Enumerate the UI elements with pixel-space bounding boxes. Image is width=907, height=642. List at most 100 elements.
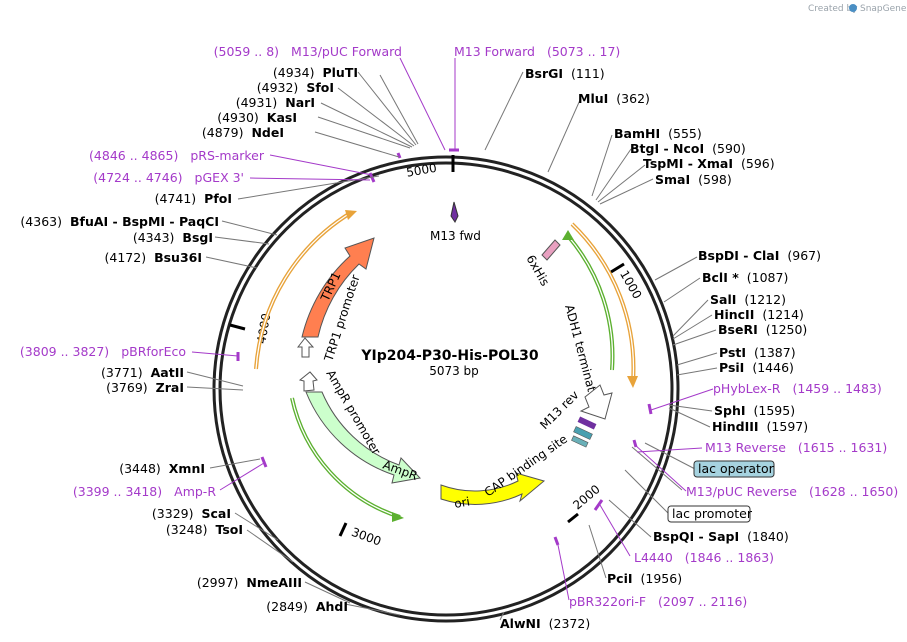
enzyme-bseri[interactable]: BseRI (718, 322, 758, 337)
enzyme-tspmi-xmai[interactable]: TspMI - XmaI (643, 156, 733, 171)
enzyme-bcli[interactable]: BclI * (702, 270, 739, 285)
enzyme-aatii[interactable]: AatII (151, 365, 184, 380)
enzyme-pluti[interactable]: PluTI (322, 65, 358, 80)
primer-phyblex-r-range: (1459 .. 1483) (792, 381, 881, 396)
enzyme-hindiii-pos: (1597) (767, 419, 809, 434)
enzyme-psti[interactable]: PstI (719, 345, 746, 360)
primer-prs-marker[interactable]: pRS-marker (190, 148, 265, 163)
primer-pbr322ori-f[interactable]: pBR322ori-F (569, 594, 646, 609)
enzyme-zrai[interactable]: ZraI (156, 380, 184, 395)
enzyme-bamhi[interactable]: BamHI (614, 126, 660, 141)
svg-text:M13/pUC Reverse(1628 .. 1650): M13/pUC Reverse(1628 .. 1650) (686, 484, 898, 499)
ori-feature-arrow[interactable] (440, 472, 546, 505)
enzyme-sfoi[interactable]: SfoI (306, 80, 334, 95)
lac-operator-feature[interactable] (573, 426, 593, 440)
m13-rev-feature[interactable] (577, 416, 597, 430)
enzyme-zrai-pos: (3769) (106, 380, 148, 395)
enzyme-bfuai-pos: (4363) (20, 214, 62, 229)
plasmid-name: YIp204-P30-His-POL30 (360, 348, 538, 364)
primer-l4440[interactable]: L4440 (634, 550, 673, 565)
snapgene-logo-icon (849, 4, 857, 12)
his-tag-feature[interactable] (541, 239, 561, 261)
enzyme-bspdi-clai[interactable]: BspDI - ClaI (698, 248, 779, 263)
primer-m13-puc-reverse[interactable]: M13/pUC Reverse (686, 484, 797, 499)
enzyme-hincii-pos: (1214) (762, 307, 804, 322)
enzyme-bsrgi[interactable]: BsrGI (525, 66, 563, 81)
primer-pbrforeco[interactable]: pBRforEco (121, 344, 186, 359)
enzyme-sphi[interactable]: SphI (714, 403, 746, 418)
branding-created-by: Created by (808, 4, 858, 14)
enzyme-bsgi[interactable]: BsgI (182, 230, 213, 245)
primer-pbr322ori-f-range: (2097 .. 2116) (658, 594, 747, 609)
svg-text:(4931)NarI: (4931)NarI (236, 95, 315, 110)
svg-text:(4172)Bsu36I: (4172) Bsu36I (105, 250, 203, 265)
tick-3000: 3000 (350, 525, 383, 549)
enzyme-hincii[interactable]: HincII (714, 307, 754, 322)
svg-text:BspDI - ClaI(967): BspDI - ClaI(967) (698, 248, 821, 263)
lac-promoter-box[interactable] (667, 505, 751, 523)
trp1-promoter-arrow (296, 337, 315, 358)
enzyme-nmeaiii[interactable]: NmeAIII (246, 575, 302, 590)
enzyme-pcii[interactable]: PciI (607, 571, 633, 586)
enzyme-psti-pos: (1387) (754, 345, 796, 360)
svg-text:pBR322ori-F(2097 .. 2116): pBR322ori-F (2097 .. 2116) (569, 594, 747, 609)
primer-pgex3[interactable]: pGEX 3' (195, 170, 244, 185)
primer-m13-forward[interactable]: M13 Forward (454, 44, 535, 59)
enzyme-alwni[interactable]: AlwNI (500, 616, 541, 631)
enzyme-mlui[interactable]: MluI (578, 91, 608, 106)
ampr-promoter-arrow (298, 371, 318, 392)
svg-text:(4932)SfoI: (4932)SfoI (257, 80, 334, 95)
m13-fwd-label: M13 fwd (430, 229, 481, 243)
enzyme-nari[interactable]: NarI (285, 95, 315, 110)
enzyme-pfoi[interactable]: PfoI (204, 191, 232, 206)
enzyme-bfuai-bspmi-paqci[interactable]: BfuAI - BspMI - PaqCI (70, 214, 219, 229)
enzyme-nmeaiii-pos: (2997) (197, 575, 239, 590)
primer-m13-reverse[interactable]: M13 Reverse (705, 440, 786, 455)
svg-text:HindIII(1597): HindIII (1597) (712, 419, 808, 434)
svg-text:(5059 .. 8)M13/pUC Forward: (5059 .. 8)M13/pUC Forward (214, 44, 402, 59)
enzyme-kasi-pos: (4930) (217, 110, 259, 125)
primer-prs-marker-range: (4846 .. 4865) (89, 148, 178, 163)
svg-text:PsiI(1446): PsiI(1446) (719, 360, 794, 375)
ring-ticks (229, 155, 625, 537)
primer-m13-forward-range: (5073 .. 17) (547, 44, 620, 59)
enzyme-tspmi-xmai-pos: (596) (741, 156, 775, 171)
svg-text:HincII(1214): HincII (1214) (714, 307, 804, 322)
enzyme-pfoi-pos: (4741) (155, 191, 197, 206)
enzyme-kasi[interactable]: KasI (267, 110, 297, 125)
primer-m13-puc-forward[interactable]: M13/pUC Forward (291, 44, 402, 59)
enzyme-scai[interactable]: ScaI (202, 506, 232, 521)
svg-text:(2849)AhdI: (2849) AhdI (266, 599, 348, 614)
enzyme-ahdi-pos: (2849) (266, 599, 308, 614)
enzyme-psii[interactable]: PsiI (719, 360, 744, 375)
trp1-feature-arrow[interactable] (301, 237, 375, 338)
plasmid-length: 5073 bp (429, 364, 479, 378)
backbone-outer-ring (212, 155, 680, 623)
primer-phyblex-r[interactable]: pHybLex-R (713, 381, 781, 396)
enzyme-bsu36i[interactable]: Bsu36I (154, 250, 202, 265)
primer-pgex3-range: (4724 .. 4746) (93, 170, 182, 185)
m13-fwd-feature[interactable] (450, 201, 459, 223)
enzyme-sali[interactable]: SalI (710, 292, 736, 307)
enzyme-smai[interactable]: SmaI (655, 172, 690, 187)
enzyme-ndei[interactable]: NdeI (251, 125, 284, 140)
enzyme-pcii-pos: (1956) (641, 571, 683, 586)
svg-text:(4846 .. 4865)pRS-marker: (4846 .. 4865) pRS-marker (89, 148, 265, 163)
svg-text:TspMI - XmaI(596): TspMI - XmaI (596) (643, 156, 775, 171)
enzyme-bsu36i-pos: (4172) (105, 250, 147, 265)
svg-text:BtgI - NcoI(590): BtgI - NcoI(590) (630, 141, 746, 156)
enzyme-tsoi-pos: (3248) (166, 522, 208, 537)
lac-operator-box[interactable] (693, 460, 775, 478)
tick-5000: 5000 (405, 161, 438, 180)
enzyme-tsoi[interactable]: TsoI (215, 522, 243, 537)
primer-labels-left: (5059 .. 8)M13/pUC Forward (4846 .. 4865… (20, 44, 402, 499)
enzyme-bsrgi-pos: (111) (571, 66, 605, 81)
svg-text:BspQI - SapI(1840): BspQI - SapI(1840) (653, 529, 789, 544)
enzyme-bspqi-sapi[interactable]: BspQI - SapI (653, 529, 739, 544)
primer-amp-r[interactable]: Amp-R (174, 484, 216, 499)
enzyme-xmni[interactable]: XmnI (169, 461, 205, 476)
enzyme-ahdi[interactable]: AhdI (316, 599, 348, 614)
enzyme-btgi-ncoi[interactable]: BtgI - NcoI (630, 141, 704, 156)
ampr-feature-arrow[interactable] (305, 391, 422, 484)
enzyme-hindiii[interactable]: HindIII (712, 419, 759, 434)
